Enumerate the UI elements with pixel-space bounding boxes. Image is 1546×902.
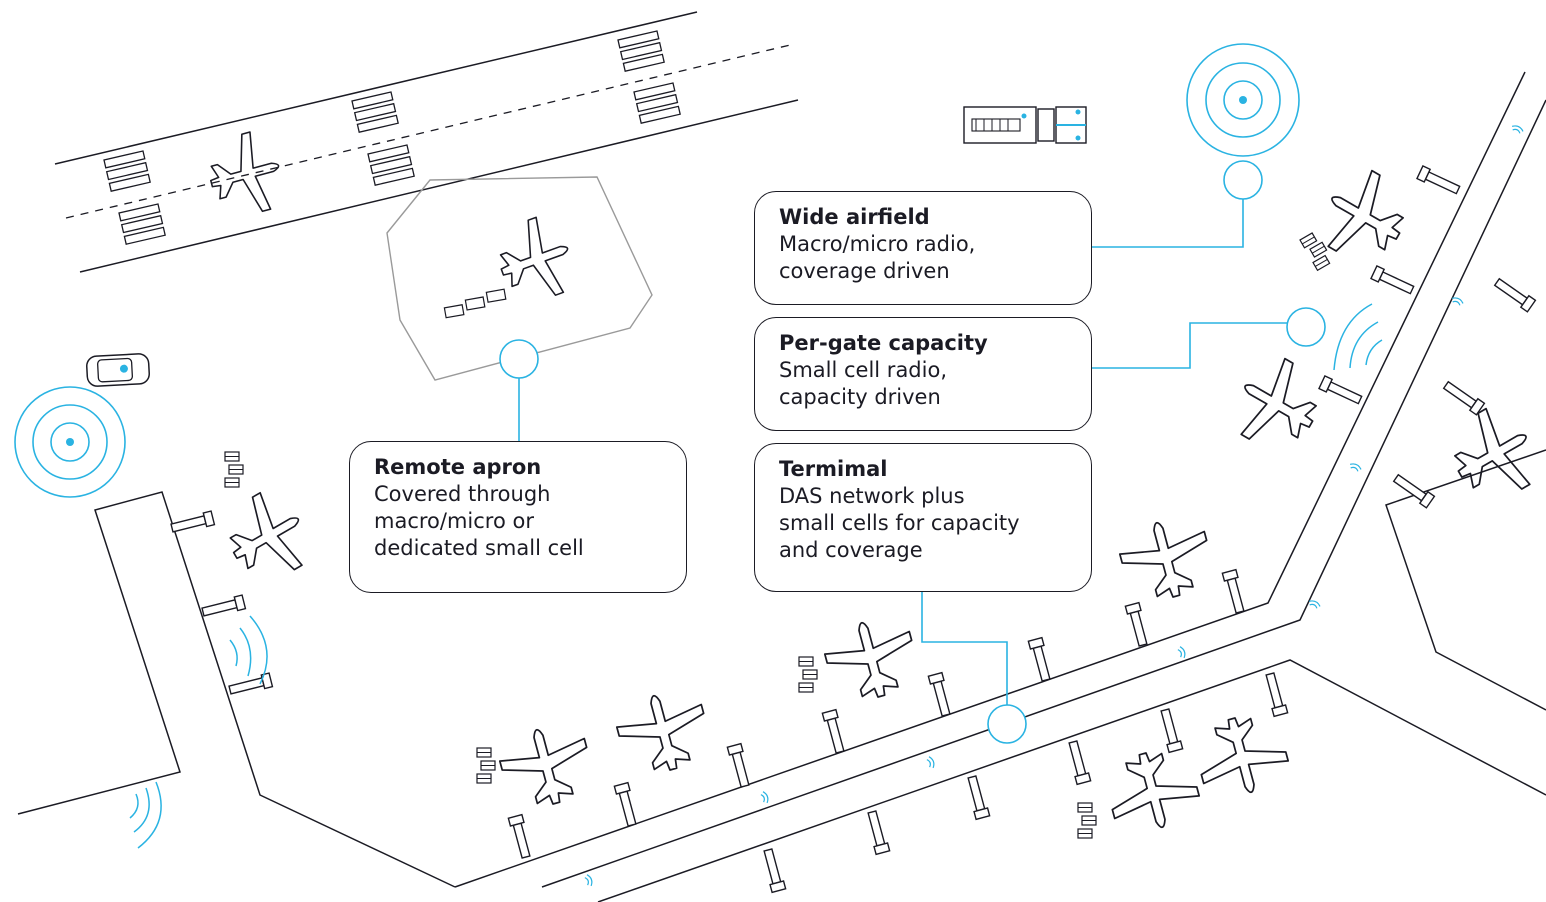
callout-description: DAS network plus small cells for capacit… [779,484,1020,562]
remote-apron [386,176,653,381]
callout-description: Small cell radio, capacity driven [779,358,947,409]
baggage-cart-icon [443,288,507,319]
car-icon [86,353,150,387]
callout-title: Remote apron [374,455,542,479]
small-cell-signal-icon [1348,461,1363,473]
callout-description: Macro/micro radio, coverage driven [779,232,976,283]
small-cell-signal-icon [129,781,162,849]
baggage-cart-icon [476,747,496,784]
small-cell-signal-icon [925,755,937,770]
main-concourse [454,71,1546,902]
baggage-cart-icon [224,451,244,488]
airplane-icon [1099,741,1206,840]
callout-terminal: Termimal DAS network plus small cells fo… [754,443,1092,592]
callout-title: Per-gate capacity [779,331,988,355]
airplane-icon [818,610,925,709]
baggage-cart-icon [1077,802,1097,839]
small-cell-signal-icon [1307,598,1322,610]
callout-description: Covered through macro/micro or dedicated… [374,482,584,560]
left-terminal [17,451,456,888]
baggage-cart-icon [798,656,818,693]
small-cell-signal-icon [1176,645,1188,660]
airplane-icon [1113,510,1220,609]
radio-tower-icon [14,386,126,498]
small-cell-signal-icon [1450,295,1465,307]
small-cell-signal-icon [1510,123,1525,135]
radio-tower-icon [1186,43,1300,157]
baggage-cart-icon [1299,230,1334,271]
truck-icon [963,106,1087,144]
callout-title: Termimal [779,457,888,481]
callout-per-gate-capacity: Per-gate capacity Small cell radio, capa… [754,317,1092,431]
callout-title: Wide airfield [779,205,930,229]
runway [54,11,799,273]
airplane-icon [1222,347,1334,463]
small-cell-signal-icon [583,873,595,888]
small-cell-signal-icon [229,615,268,685]
airplane-icon [213,482,320,593]
small-cell-signal-icon [1333,303,1383,371]
airplane-icon [610,683,717,782]
airplane-icon [1188,706,1295,805]
airplane-icon [493,717,600,816]
connector-lines [499,160,1326,744]
airplane-icon [1309,159,1421,275]
callout-wide-airfield: Wide airfield Macro/micro radio, coverag… [754,191,1092,305]
callout-remote-apron: Remote apron Covered through macro/micro… [349,441,687,593]
small-cell-signal-icon [759,790,771,805]
